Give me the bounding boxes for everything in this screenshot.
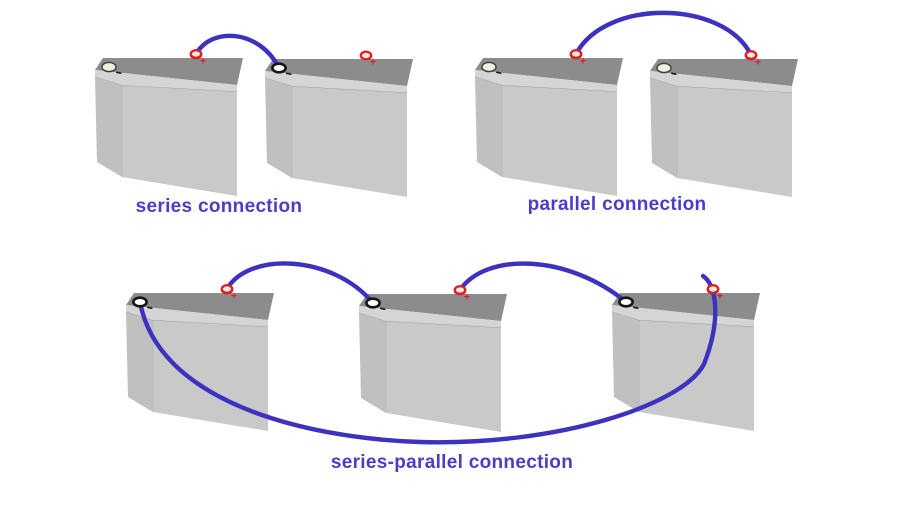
label-series-parallel-connection: series-parallel connection [331, 452, 573, 473]
series-connection-group: series connection [93, 33, 415, 217]
wire-battery2-to-battery3 [457, 261, 629, 305]
wire-loop-battery3-to-battery1 [137, 273, 718, 445]
terminal-cap-negative [271, 62, 287, 74]
terminal-cap-negative [618, 296, 634, 308]
wire-series [193, 33, 282, 71]
parallel-connection-group: parallel connection [473, 10, 800, 215]
terminal-cap-positive [744, 50, 758, 60]
series-parallel-connection-group: series-parallel connection [124, 261, 762, 473]
terminal-cap-positive [189, 49, 203, 59]
terminal-cap-positive [569, 49, 583, 59]
terminal-cap-positive [453, 285, 467, 295]
label-parallel-connection: parallel connection [528, 194, 707, 215]
wire-parallel [573, 10, 754, 58]
wire-battery1-to-battery2 [224, 261, 376, 306]
terminal-cap-positive [220, 284, 234, 294]
terminal-cap-negative [132, 296, 148, 308]
terminal-cap-positive [706, 284, 720, 294]
terminal-cap-negative [365, 297, 381, 309]
label-series-connection: series connection [136, 196, 303, 217]
